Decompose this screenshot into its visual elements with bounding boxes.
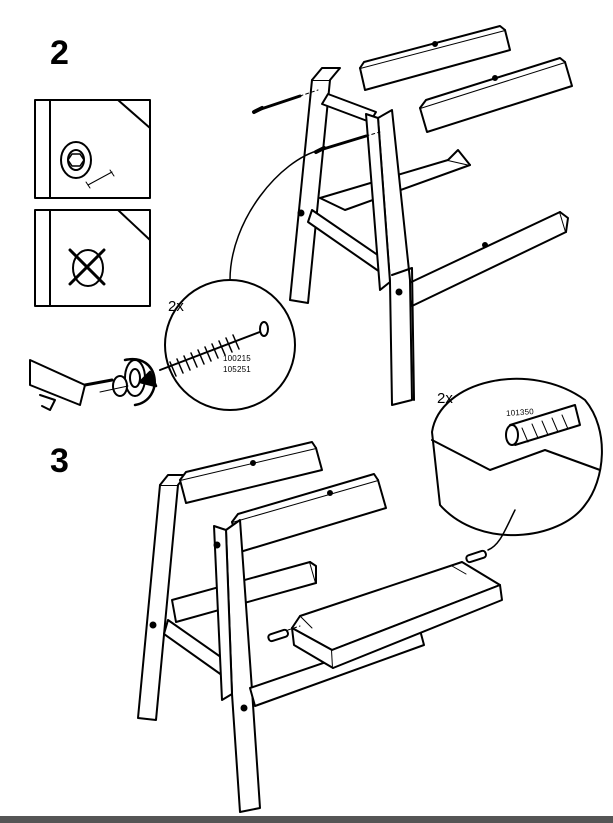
step2-frame [252, 25, 573, 406]
dowel-pins [267, 549, 487, 643]
part-number: 105251 [223, 365, 251, 374]
screw-detail-circle [124, 149, 321, 411]
step-number: 3 [50, 442, 69, 480]
part-number: 100215 [223, 354, 251, 363]
dowel-detail-circle [431, 377, 603, 551]
page-footer-bar [0, 816, 613, 823]
detail-panel-wrong [34, 209, 151, 307]
step3-frame [137, 441, 503, 813]
wrong-cross-icon [68, 248, 106, 286]
part-number: 101350 [505, 407, 535, 418]
quantity-label: 2x [437, 390, 453, 407]
hex-bolt-ok-icon [60, 141, 115, 189]
rotate-arrow-icon [123, 357, 158, 407]
detail-panel-correct [34, 99, 151, 199]
step-number: 2 [50, 34, 69, 72]
quantity-label: 2x [168, 298, 184, 315]
allen-key-tool [29, 359, 129, 411]
